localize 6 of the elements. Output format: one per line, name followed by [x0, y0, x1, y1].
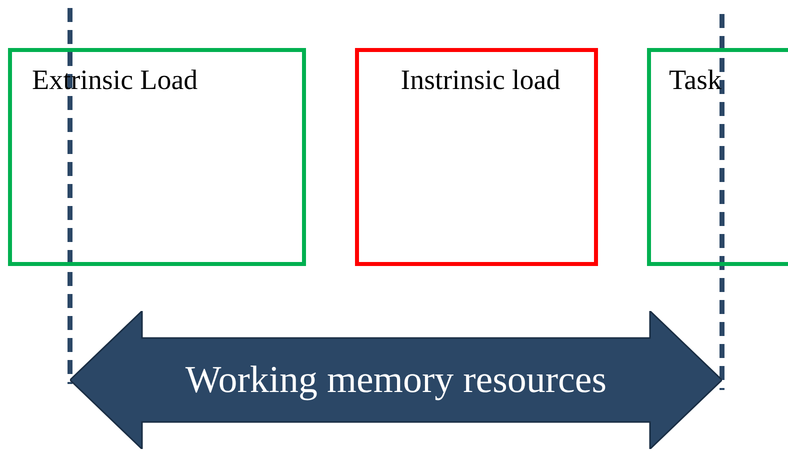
load-box — [647, 48, 788, 266]
box-label: Task — [669, 64, 722, 98]
load-box — [355, 48, 598, 266]
box-label: Instrinsic load — [400, 64, 562, 98]
arrow-label: Working memory resources — [184, 358, 608, 402]
load-box — [8, 48, 306, 266]
